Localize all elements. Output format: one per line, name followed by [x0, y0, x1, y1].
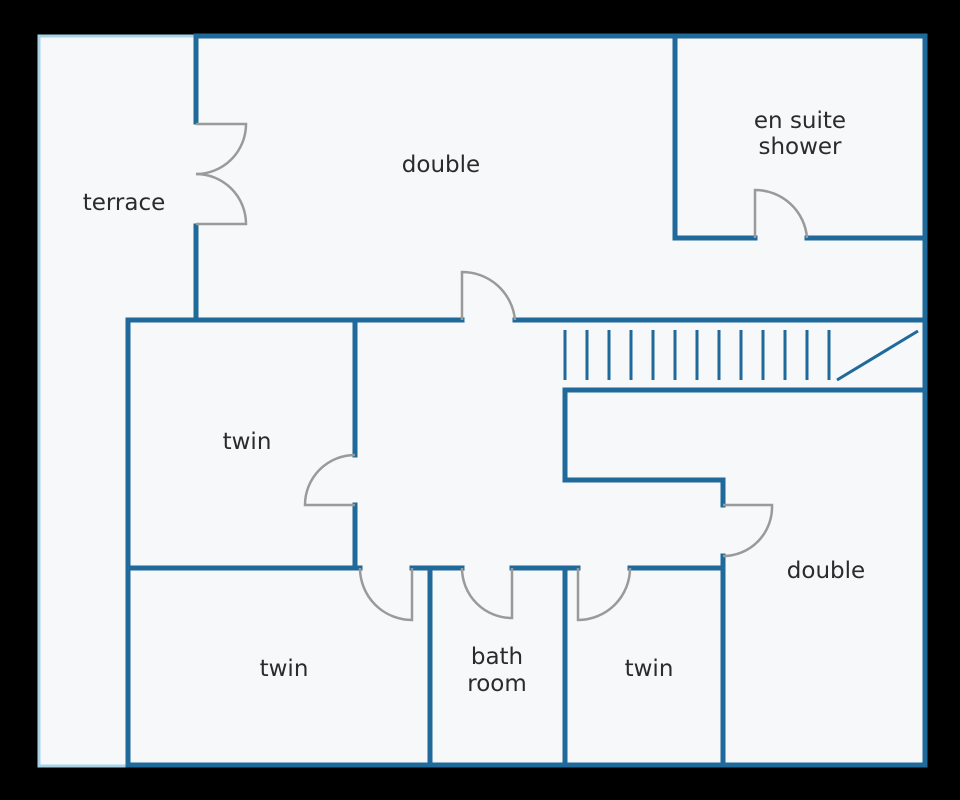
label-twin-lower-left: twin: [260, 656, 309, 682]
label-twin-lower-mid: twin: [625, 656, 674, 682]
label-twin-upper-left: twin: [223, 429, 272, 455]
label-terrace: terrace: [83, 190, 166, 216]
door-ensuite[interactable]: [753, 188, 809, 239]
wall-corridor-notch: [562, 387, 726, 508]
door-twin-lower-mid[interactable]: [576, 567, 632, 622]
door-double-right[interactable]: [722, 503, 774, 558]
staircase: [563, 329, 919, 382]
door-twin-upper[interactable]: [303, 453, 356, 507]
label-bath: bath: [471, 644, 523, 670]
door-twin-lower-left[interactable]: [358, 567, 414, 622]
door-double-top[interactable]: [460, 270, 517, 321]
interior-floor: [128, 35, 925, 767]
stair-direction-line: [836, 329, 919, 382]
door-bathroom[interactable]: [460, 567, 514, 620]
label-room: room: [467, 671, 527, 697]
label-shower: shower: [758, 134, 842, 160]
terrace-double-door[interactable]: [195, 122, 248, 226]
terrace-outline: [37, 34, 196, 768]
label-double-top: double: [402, 152, 480, 178]
outer-wall: [125, 33, 928, 768]
label-en-suite: en suite: [754, 108, 846, 134]
label-double-right: double: [787, 558, 865, 584]
